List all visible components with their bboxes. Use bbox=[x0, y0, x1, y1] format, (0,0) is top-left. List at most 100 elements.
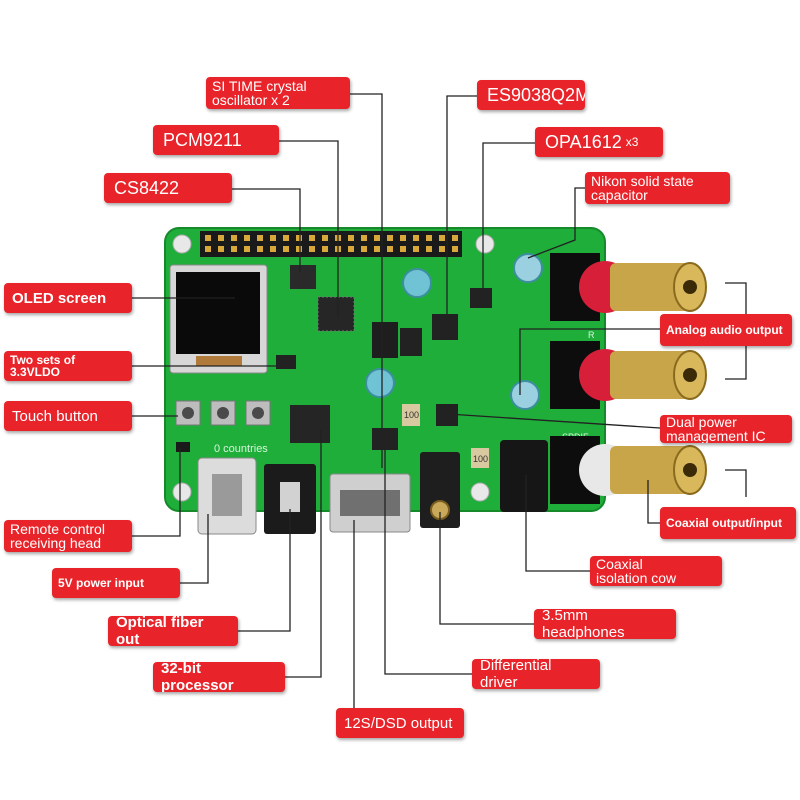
gpio-pin bbox=[283, 235, 289, 241]
gpio-pin bbox=[374, 246, 380, 252]
chip-mark-1-text: 100 bbox=[404, 410, 419, 420]
leader-line bbox=[482, 142, 535, 298]
label-coaxial-isolation: Coaxial isolation cow bbox=[590, 556, 722, 586]
ir-receiver bbox=[176, 442, 190, 452]
label-i2s-dsd-output: 12S/DSD output bbox=[336, 708, 464, 738]
mount-hole bbox=[172, 482, 192, 502]
leader-line bbox=[232, 188, 301, 272]
gpio-pin bbox=[322, 235, 328, 241]
label-opa1612-suffix: x3 bbox=[625, 135, 639, 149]
mount-hole bbox=[470, 482, 490, 502]
gpio-pin bbox=[439, 235, 445, 241]
leader-line bbox=[725, 469, 747, 497]
capacitor bbox=[365, 368, 395, 398]
touch-button-cap bbox=[182, 407, 194, 419]
rca-jacks bbox=[550, 253, 707, 504]
oled-display bbox=[176, 272, 260, 354]
mount-hole bbox=[172, 234, 192, 254]
chip-opa-2 bbox=[400, 328, 422, 356]
touch-button-cap bbox=[252, 407, 264, 419]
leader-line bbox=[525, 475, 590, 572]
label-remote-receiver: Remote control receiving head bbox=[4, 520, 132, 552]
gpio-pin bbox=[348, 246, 354, 252]
chip-crystal bbox=[372, 322, 398, 358]
gpio-header bbox=[200, 231, 462, 257]
label-optical-fiber: Optical fiber out bbox=[108, 616, 238, 646]
gpio-pin bbox=[309, 246, 315, 252]
chip-mark-2-text: 100 bbox=[473, 454, 488, 464]
label-cs8422: CS8422 bbox=[104, 173, 232, 203]
chip-es9038 bbox=[432, 314, 458, 340]
oled-flex bbox=[196, 356, 242, 366]
gpio-pin bbox=[361, 235, 367, 241]
chip-processor bbox=[290, 405, 330, 443]
gpio-pin bbox=[400, 246, 406, 252]
power-jack-port bbox=[212, 474, 242, 516]
leader-line bbox=[350, 93, 383, 468]
gpio-pin bbox=[257, 246, 263, 252]
label-dual-power-ic: Dual power management IC bbox=[660, 415, 792, 443]
leader-line bbox=[439, 512, 534, 625]
gpio-housing bbox=[200, 231, 462, 257]
gpio-pin bbox=[426, 235, 432, 241]
chip-pcm9211 bbox=[317, 296, 355, 332]
label-pcm9211: PCM9211 bbox=[153, 125, 279, 155]
label-nikon-capacitor: Nikon solid state capacitor bbox=[585, 172, 730, 204]
gpio-pin bbox=[270, 235, 276, 241]
capacitor bbox=[510, 380, 540, 410]
gpio-pin bbox=[296, 235, 302, 241]
label-coaxial-output-input: Coaxial output/input bbox=[660, 507, 796, 539]
chip-mark-2 bbox=[471, 448, 489, 468]
gpio-pin bbox=[348, 235, 354, 241]
label-es9038q2m: ES9038Q2M bbox=[477, 80, 585, 110]
label-headphones: 3.5mm headphones bbox=[534, 609, 676, 639]
leader-line bbox=[519, 328, 660, 395]
gpio-pin bbox=[400, 235, 406, 241]
gpio-pin bbox=[270, 246, 276, 252]
gpio-pin bbox=[244, 246, 250, 252]
leader-line bbox=[447, 413, 661, 429]
gpio-pin bbox=[231, 235, 237, 241]
rca-barrel bbox=[610, 446, 690, 494]
optical-port bbox=[280, 482, 300, 512]
gpio-pin bbox=[387, 246, 393, 252]
gpio-pin bbox=[218, 235, 224, 241]
label-analog-audio-output: Analog audio output bbox=[660, 314, 792, 346]
capacitor bbox=[402, 268, 432, 298]
silk-r: R bbox=[588, 330, 595, 340]
silk-countries: 0 countries bbox=[214, 443, 268, 455]
isolation-transformer bbox=[500, 440, 548, 512]
label-touch-button: Touch button bbox=[4, 401, 132, 431]
rca-center bbox=[683, 463, 697, 477]
rca-center bbox=[683, 280, 697, 294]
chip-ldo bbox=[276, 355, 296, 369]
headphone-jack bbox=[420, 452, 460, 528]
hdmi-port bbox=[340, 490, 400, 516]
leader-line bbox=[384, 438, 472, 675]
chip-opa-1 bbox=[470, 288, 492, 308]
touch-button bbox=[210, 400, 236, 426]
capacitor bbox=[513, 253, 543, 283]
rca-center bbox=[683, 368, 697, 382]
touch-button-cap bbox=[217, 407, 229, 419]
label-32bit-processor: 32-bit processor bbox=[153, 662, 285, 692]
rca-barrel bbox=[610, 351, 690, 399]
gpio-pin bbox=[426, 246, 432, 252]
gpio-pin bbox=[296, 246, 302, 252]
leader-line bbox=[279, 140, 339, 318]
leader-line bbox=[180, 514, 209, 584]
label-5v-power-input: 5V power input bbox=[52, 568, 180, 598]
gpio-pin bbox=[452, 246, 458, 252]
label-oled-screen: OLED screen bbox=[4, 283, 132, 313]
chip-cs8422 bbox=[290, 265, 316, 289]
gpio-pin bbox=[387, 235, 393, 241]
gpio-pin bbox=[322, 246, 328, 252]
gpio-pin bbox=[257, 235, 263, 241]
label-3v3-ldo: Two sets of 3.3VLDO bbox=[4, 351, 132, 381]
gpio-pin bbox=[205, 235, 211, 241]
leader-line bbox=[285, 430, 322, 678]
gpio-pin bbox=[413, 235, 419, 241]
